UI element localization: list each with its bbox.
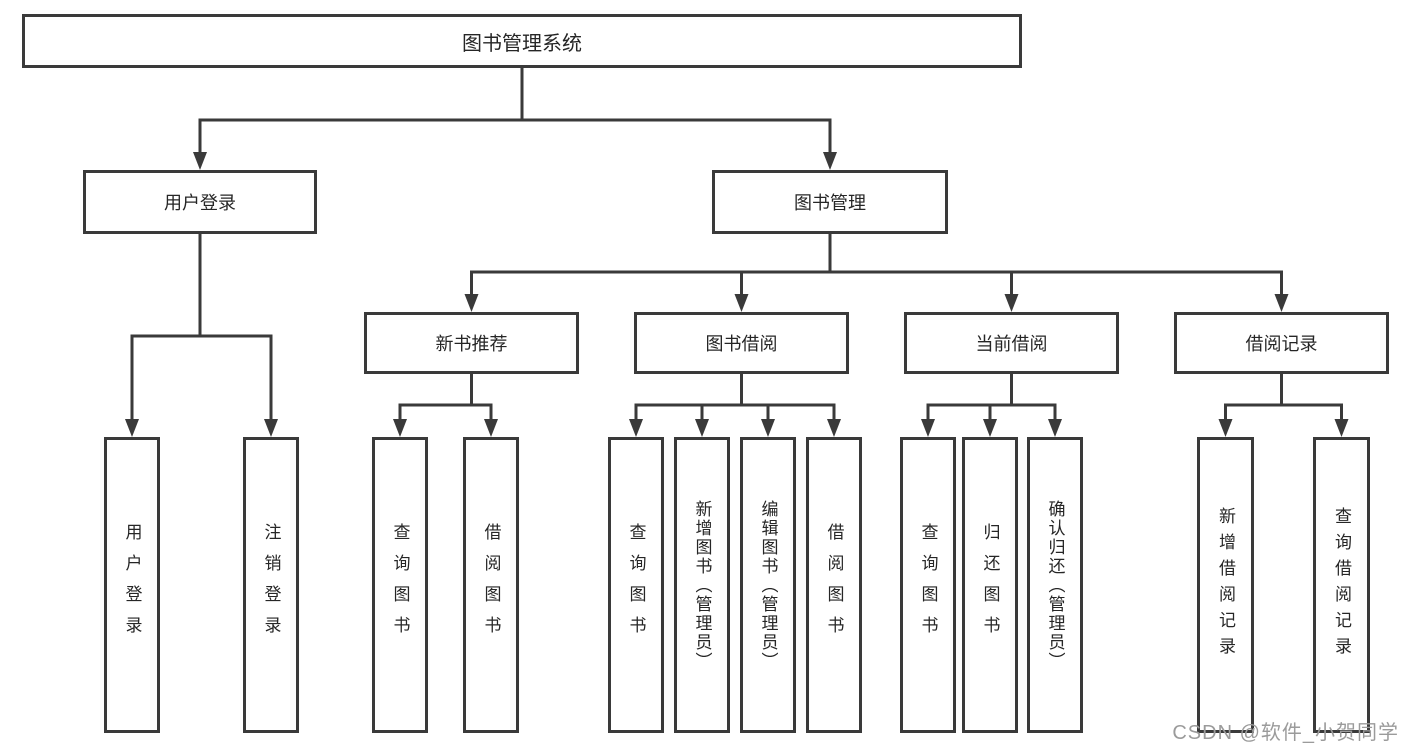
leaf-borrow-books: 借阅图书 <box>806 437 862 733</box>
leaf-return-books: 归还图书 <box>962 437 1018 733</box>
node-book-borrow: 图书借阅 <box>634 312 849 374</box>
arrow-down-icon <box>1274 294 1289 312</box>
arrow-down-icon <box>464 294 479 312</box>
leaf-add-borrow-record: 新增借阅记录 <box>1197 437 1254 733</box>
leaf-label: 借阅图书 <box>824 523 844 647</box>
leaf-current-query-books: 查询图书 <box>900 437 956 733</box>
leaf-add-book-admin: 新增图书（管理员） <box>674 437 730 733</box>
arrow-down-icon <box>761 419 775 437</box>
leaf-label: 编辑图书（管理员） <box>758 499 778 671</box>
connector-borrow-records-children <box>1218 374 1349 437</box>
node-library-system: 图书管理系统 <box>22 14 1022 68</box>
arrow-down-icon <box>734 294 749 312</box>
node-current-borrow: 当前借阅 <box>904 312 1119 374</box>
leaf-label: 查询图书 <box>390 523 410 647</box>
leaf-query-borrow-record: 查询借阅记录 <box>1313 437 1370 733</box>
node-label: 借阅记录 <box>1245 334 1318 354</box>
arrow-down-icon <box>1334 419 1349 437</box>
arrow-down-icon <box>695 419 709 437</box>
connector-book-management-children <box>464 234 1289 312</box>
node-label: 图书借阅 <box>705 334 778 354</box>
arrow-down-icon <box>827 419 841 437</box>
node-label: 当前借阅 <box>975 334 1048 354</box>
arrow-down-icon <box>1004 294 1019 312</box>
node-user-login: 用户登录 <box>83 170 317 234</box>
arrow-down-icon <box>484 419 498 437</box>
leaf-label: 注销登录 <box>261 523 281 647</box>
node-book-management: 图书管理 <box>712 170 948 234</box>
arrow-down-icon <box>1218 419 1233 437</box>
arrow-down-icon <box>393 419 407 437</box>
connector-new-book-children <box>393 374 498 437</box>
leaf-label: 查询图书 <box>626 523 646 647</box>
leaf-label: 查询图书 <box>918 523 938 647</box>
arrow-down-icon <box>264 419 278 437</box>
leaf-label: 确认归还（管理员） <box>1045 499 1065 671</box>
csdn-watermark: CSDN @软件_小贺同学 <box>1172 722 1399 744</box>
arrow-down-icon <box>629 419 643 437</box>
connector-book-borrow-children <box>629 374 841 437</box>
node-label: 图书管理 <box>794 193 866 213</box>
leaf-borrow-query-books: 查询图书 <box>608 437 664 733</box>
node-label: 用户登录 <box>164 193 236 213</box>
arrow-down-icon <box>921 419 935 437</box>
leaf-label: 新增图书（管理员） <box>692 499 712 671</box>
leaf-newbook-query-books: 查询图书 <box>372 437 428 733</box>
leaf-label: 新增借阅记录 <box>1216 507 1235 663</box>
leaf-label: 用户登录 <box>122 523 142 647</box>
node-new-book-recommend: 新书推荐 <box>364 312 579 374</box>
node-label: 新书推荐 <box>435 334 508 354</box>
leaf-confirm-return-admin: 确认归还（管理员） <box>1027 437 1083 733</box>
leaf-label: 查询借阅记录 <box>1332 507 1351 663</box>
connector-current-borrow-children <box>921 374 1062 437</box>
leaf-logout: 注销登录 <box>243 437 299 733</box>
node-label: 图书管理系统 <box>462 32 582 55</box>
node-borrow-records: 借阅记录 <box>1174 312 1389 374</box>
arrow-down-icon <box>125 419 139 437</box>
arrow-down-icon <box>193 152 207 170</box>
connector-user-login-children <box>125 234 278 437</box>
arrow-down-icon <box>823 152 837 170</box>
leaf-newbook-borrow-books: 借阅图书 <box>463 437 519 733</box>
arrow-down-icon <box>1048 419 1062 437</box>
leaf-user-login: 用户登录 <box>104 437 160 733</box>
arrow-down-icon <box>983 419 997 437</box>
leaf-label: 借阅图书 <box>481 523 501 647</box>
leaf-edit-book-admin: 编辑图书（管理员） <box>740 437 796 733</box>
leaf-label: 归还图书 <box>980 523 1000 647</box>
connector-root-to-level1 <box>193 68 837 170</box>
